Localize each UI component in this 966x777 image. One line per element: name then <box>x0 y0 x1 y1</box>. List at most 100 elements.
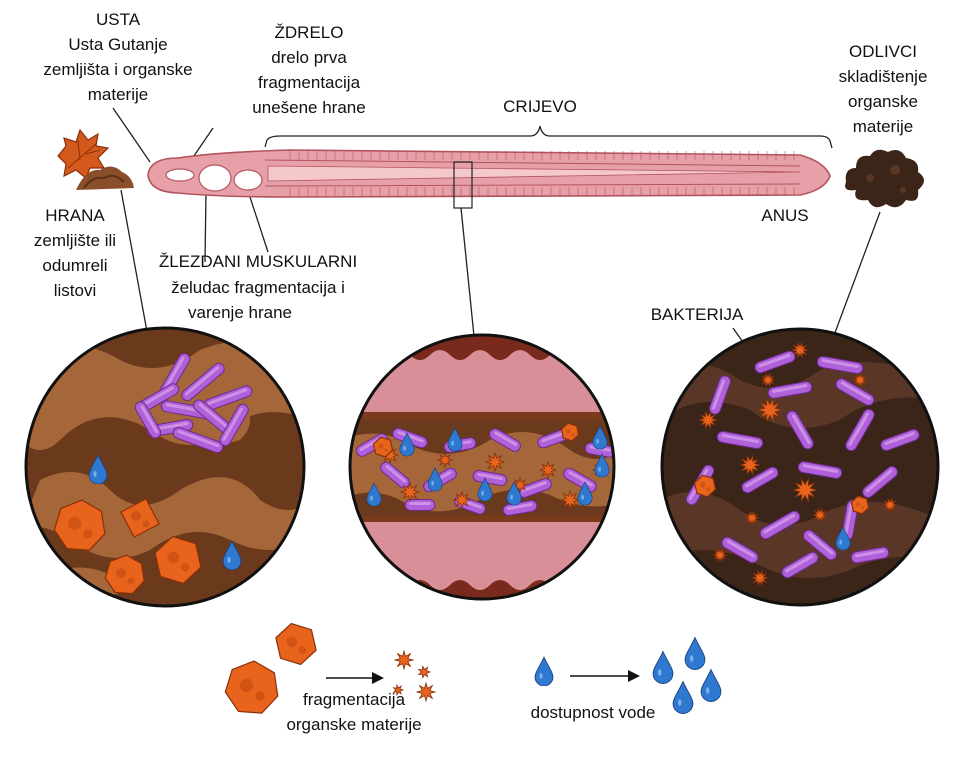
bacteria-icon <box>472 470 508 486</box>
label-odlivci: ODLIVCI skladištenje organske materije <box>839 42 928 136</box>
bacteria-icon <box>721 536 759 564</box>
bacteria-icon <box>835 378 875 406</box>
svg-text:drelo prva: drelo prva <box>271 48 347 67</box>
cast-zoom-circle <box>660 327 940 607</box>
water-drop-icon <box>700 669 722 702</box>
fragment-icon <box>452 490 472 510</box>
bacteria-icon <box>816 355 864 375</box>
fragment-icon <box>392 683 405 697</box>
svg-text:unešene hrane: unešene hrane <box>252 98 365 117</box>
bacteria-icon <box>880 429 920 451</box>
label-zdrelo: ŽDRELO drelo prva fragmentacija unešene … <box>252 23 365 117</box>
water-drop-icon <box>684 637 706 670</box>
label-anus: ANUS <box>761 206 808 225</box>
gizzard <box>233 169 263 191</box>
fragment-icon <box>712 548 728 562</box>
fragment-icon <box>882 498 898 512</box>
bacteria-icon <box>850 546 890 564</box>
water-drop-icon <box>534 656 554 686</box>
fragment-icon <box>393 649 415 671</box>
svg-text:odumreli: odumreli <box>42 256 107 275</box>
leader-lines <box>112 107 881 353</box>
bacteria-icon <box>489 428 521 452</box>
fragment-icon <box>791 342 809 358</box>
bacteria-icon <box>759 510 801 540</box>
bacteria-icon <box>786 410 814 450</box>
bacteria-icon <box>172 426 224 454</box>
label-zeludac: ŽLEZDANI MUSKULARNI želudac fragmentacij… <box>159 252 357 322</box>
label-bakterija: BAKTERIJA <box>651 305 744 324</box>
bacteria-icon <box>797 461 843 479</box>
svg-text:materije: materije <box>88 85 148 104</box>
bacteria-icon <box>781 551 819 579</box>
svg-text:organske: organske <box>848 92 918 111</box>
bacteria-icon <box>845 408 875 452</box>
fragment-icon <box>852 373 868 387</box>
fragment-icon <box>757 398 783 422</box>
fragment-icon <box>751 570 769 586</box>
bacteria-icon <box>404 499 436 511</box>
legend-fragmentation: fragmentacija organske materije <box>224 622 437 734</box>
label-hrana: HRANA zemljište ili odumreli listovi <box>34 206 116 300</box>
bacteria-icon <box>134 401 162 439</box>
pharynx <box>165 168 195 182</box>
svg-text:fragmentacija: fragmentacija <box>303 690 406 709</box>
bacteria-icon <box>767 381 813 399</box>
fragment-icon <box>698 411 718 429</box>
svg-text:varenje hrane: varenje hrane <box>188 303 292 322</box>
svg-text:USTA: USTA <box>96 10 141 29</box>
svg-text:organske materije: organske materije <box>286 715 421 734</box>
bacteria-icon <box>754 350 796 374</box>
bacteria-icon <box>181 362 225 402</box>
bacteria-icon <box>563 467 597 493</box>
bacteria-icon <box>380 461 410 489</box>
fragment-icon <box>415 681 437 703</box>
svg-text:želudac fragmentacija i: želudac fragmentacija i <box>171 278 345 297</box>
label-crijevo: CRIJEVO <box>503 97 577 116</box>
fragment-icon <box>224 622 437 714</box>
fragment-icon <box>484 451 506 473</box>
bacteria-icon <box>193 399 235 437</box>
svg-text:zemljišta i organske: zemljišta i organske <box>43 60 192 79</box>
bacteria-icon <box>709 375 731 415</box>
svg-text:materije: materije <box>853 117 913 136</box>
crop <box>198 164 232 192</box>
legend-water: dostupnost vode <box>531 637 722 722</box>
svg-text:zemljište ili: zemljište ili <box>34 231 116 250</box>
cast-pile-icon <box>845 149 924 208</box>
label-usta: USTA Usta Gutanje zemljišta i organske m… <box>43 10 192 104</box>
water-drop-icon <box>672 681 694 714</box>
fragment-icon <box>399 481 421 503</box>
leaf-icon <box>57 128 110 179</box>
bacteria-icon <box>219 403 249 447</box>
bacteria-icon <box>716 430 764 450</box>
svg-text:ŽLEZDANI MUSKULARNI: ŽLEZDANI MUSKULARNI <box>159 252 357 271</box>
bacteria-icon <box>741 466 779 494</box>
fragment-icon <box>739 455 761 475</box>
fragment-icon <box>538 460 558 480</box>
svg-text:dostupnost vode: dostupnost vode <box>531 703 656 722</box>
soil-zoom-circle <box>24 326 306 608</box>
fragment-icon <box>744 511 760 525</box>
earthworm-body <box>147 149 831 209</box>
fragment-icon <box>792 478 818 502</box>
svg-text:listovi: listovi <box>54 281 97 300</box>
bacteria-icon <box>862 466 898 498</box>
svg-text:HRANA: HRANA <box>45 206 105 225</box>
fragment-icon <box>417 664 432 680</box>
water-drop-icon <box>652 651 674 684</box>
worm-segments <box>289 151 795 196</box>
svg-text:Usta Gutanje: Usta Gutanje <box>68 35 167 54</box>
svg-text:skladištenje: skladištenje <box>839 67 928 86</box>
fragment-icon <box>436 451 454 469</box>
soil-pile-icon <box>76 166 134 190</box>
fragment-icon <box>559 489 581 511</box>
fragment-icon <box>812 508 828 522</box>
zoom-box <box>453 161 473 209</box>
bacteria-icon <box>802 529 838 561</box>
svg-text:fragmentacija: fragmentacija <box>258 73 361 92</box>
fragment-icon <box>760 373 776 387</box>
bacteria-icon <box>203 385 253 411</box>
intestine-zoom-circle <box>348 333 616 601</box>
